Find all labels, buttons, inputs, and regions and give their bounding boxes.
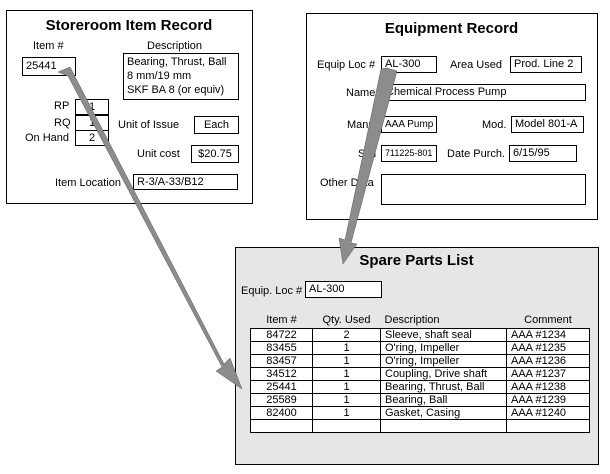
spare-equip-loc-label: Equip. Loc # [241, 285, 303, 297]
cell-description: O'ring, Impeller [380, 354, 507, 368]
arrow-item-to-spare-parts [57, 66, 243, 390]
serial-number-field: 711225-801 [381, 145, 437, 162]
area-used-field: Prod. Line 2 [510, 56, 582, 73]
cell-item-number: 82400 [250, 406, 313, 420]
cell-item-number: 25589 [250, 393, 313, 407]
storeroom-item-record-card: Storeroom Item Record Item # 25441 Descr… [6, 10, 253, 204]
cell-description: O'ring, Impeller [380, 341, 507, 355]
unit-cost-label: Unit cost [137, 148, 180, 160]
spare-parts-list-panel: Spare Parts List Equip. Loc # AL-300 Ite… [235, 247, 599, 465]
name-label: Name [346, 87, 376, 99]
item-location-field: R-3/A-33/B12 [133, 174, 238, 190]
spare-equip-loc-field: AL-300 [305, 281, 382, 298]
rq-label: RQ [54, 117, 71, 129]
rp-label: RP [54, 100, 70, 112]
cell-qty-used: 1 [312, 380, 381, 394]
cell-comment: AAA #1237 [506, 367, 590, 381]
equip-loc-field: AL-300 [381, 56, 437, 73]
cell-qty-used: 1 [312, 367, 381, 381]
date-purchased-field: 6/15/95 [509, 145, 577, 162]
cell-comment: AAA #1239 [506, 393, 590, 407]
equipment-title: Equipment Record [384, 20, 519, 37]
cell-qty-used: 1 [312, 406, 381, 420]
cell-comment: AAA #1234 [506, 328, 590, 342]
description-label: Description [147, 40, 203, 52]
model-field: Model 801-A [511, 116, 584, 133]
unit-of-issue-label: Unit of Issue [118, 119, 180, 131]
description-line-1: Bearing, Thrust, Ball [127, 56, 227, 68]
description-field: Bearing, Thrust, Ball 8 mm/19 mm SKF BA … [123, 53, 239, 100]
cell-description: Bearing, Ball [380, 393, 507, 407]
item-location-label: Item Location [55, 177, 122, 189]
on-hand-label: On Hand [25, 132, 70, 144]
spare-parts-table: Item # Qty. Used Description Comment 847… [250, 312, 590, 433]
equipment-record-card: Equipment Record Equip Loc # AL-300 Area… [306, 13, 598, 220]
cell-item-number [250, 419, 313, 433]
other-data-field [381, 174, 586, 205]
model-label: Mod. [482, 119, 507, 131]
unit-cost-field: $20.75 [191, 145, 239, 163]
cell-item-number: 83457 [250, 354, 313, 368]
arrow-equipment-to-spare-parts [338, 67, 398, 265]
cell-description: Coupling, Drive shaft [380, 367, 507, 381]
cell-qty-used: 1 [312, 341, 381, 355]
storeroom-title: Storeroom Item Record [45, 17, 213, 34]
description-line-2: 8 mm/19 mm [127, 70, 192, 82]
cell-qty-used: 1 [312, 393, 381, 407]
date-purchased-label: Date Purch. [447, 148, 506, 160]
column-header-item: Item # [266, 314, 297, 326]
spare-parts-title: Spare Parts List [359, 252, 474, 269]
cell-description [380, 419, 507, 433]
table-header-row: Item # Qty. Used Description Comment [251, 312, 590, 329]
description-line-3: SKF BA 8 (or equiv) [127, 84, 225, 96]
unit-of-issue-field: Each [194, 116, 239, 134]
column-header-qty: Qty. Used [322, 314, 371, 326]
name-field: Chemical Process Pump [382, 84, 586, 101]
table-row [250, 419, 590, 433]
column-header-description: Description [384, 314, 440, 326]
cell-description: Bearing, Thrust, Ball [380, 380, 507, 394]
cell-comment: AAA #1236 [506, 354, 590, 368]
area-used-label: Area Used [450, 59, 502, 71]
cell-comment [506, 419, 590, 433]
item-number-label: Item # [33, 40, 64, 52]
equip-loc-label: Equip Loc # [317, 59, 376, 71]
column-header-comment: Comment [524, 314, 572, 326]
cell-comment: AAA #1240 [506, 406, 590, 420]
